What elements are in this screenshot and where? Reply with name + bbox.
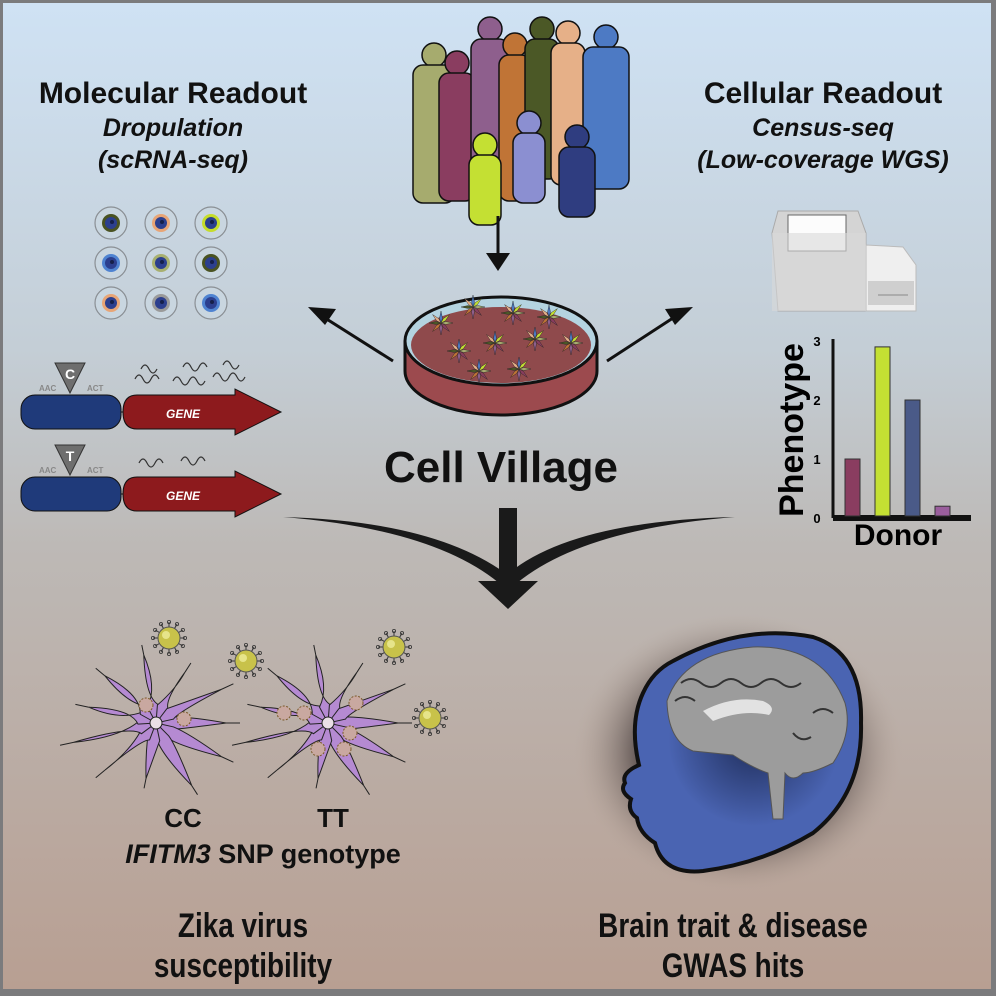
mixed-cell-cluster (522, 326, 548, 352)
genotype-tt-label: TT (317, 803, 349, 833)
zika-virus-icon (227, 643, 264, 680)
mixed-cell-cluster (558, 330, 584, 356)
down-arrow-head (486, 253, 510, 271)
mixed-cell-cluster (500, 300, 526, 326)
droplet-grid (94, 206, 228, 320)
snp-genotype-caption: IFITM3 SNP genotype (63, 839, 463, 870)
mixed-cell-cluster (482, 330, 508, 356)
brain-outcome-line-1: Brain trait & disease (598, 907, 868, 945)
graphical-abstract: Molecular Readout Dropulation (scRNA-seq… (3, 3, 991, 989)
neural-progenitor-cluster (59, 644, 240, 795)
internalized-virus-icon (348, 695, 364, 711)
zika-outcome-line-1: Zika virus (177, 907, 309, 945)
mixed-cell-cluster (446, 338, 472, 364)
zika-virus-icon (151, 620, 188, 657)
y-tick-label: 3 (813, 334, 820, 349)
y-tick-label: 1 (813, 452, 820, 467)
droplet-cell (194, 206, 228, 240)
allele-1-label: C (65, 366, 75, 382)
bar-4 (934, 505, 951, 517)
x-axis-label: Donor (854, 519, 943, 552)
snp-genotype-text: SNP genotype (218, 839, 401, 869)
zika-outcome-line-2: susceptibility (153, 947, 333, 985)
right-flank-label: ACT (87, 384, 104, 393)
brain-icon (666, 646, 848, 820)
bar-3 (904, 399, 921, 517)
left-flank-label: AAC (39, 466, 57, 475)
neural-progenitor-cluster (231, 644, 412, 795)
ifitm3-gene-name: IFITM3 (125, 839, 211, 869)
internalized-virus-icon (336, 741, 352, 757)
molecular-readout-assay: (scRNA-seq) (97, 146, 249, 174)
droplet-cell (144, 206, 178, 240)
gene-construct-allele-2: T AAC ACT GENE (20, 444, 283, 518)
droplet-cell (194, 286, 228, 320)
donor-silhouette (438, 50, 476, 202)
molecular-readout-method: Dropulation (102, 114, 244, 142)
droplet-cell (94, 246, 128, 280)
brain-head-illustration (573, 613, 903, 893)
cellular-readout-title: Cellular Readout (703, 77, 943, 110)
allele-2-label: T (66, 448, 75, 464)
zika-virus-icon (375, 629, 412, 666)
zika-infected-cell-clusters (59, 620, 448, 795)
child-silhouette (468, 132, 502, 226)
left-flank-label: AAC (39, 384, 57, 393)
droplet-cell (94, 206, 128, 240)
internalized-virus-icon (138, 697, 154, 713)
right-flank-label: ACT (87, 466, 104, 475)
internalized-virus-icon (176, 711, 192, 727)
gene-label: GENE (166, 407, 201, 421)
gene-label: GENE (166, 489, 201, 503)
molecular-readout-title: Molecular Readout (38, 77, 308, 110)
mixed-cell-cluster (460, 294, 486, 320)
droplet-cell (94, 286, 128, 320)
mixed-cell-cluster (466, 358, 492, 384)
mixed-cell-cluster (536, 304, 562, 330)
mixed-cell-cluster (428, 310, 454, 336)
mixed-cell-cluster (506, 356, 532, 382)
cellular-readout-method: Census-seq (752, 114, 894, 142)
child-silhouette (512, 110, 546, 204)
snp-gene-diagrams: C AAC ACT GENE T AAC ACT GENE (20, 360, 283, 518)
internalized-virus-icon (342, 725, 358, 741)
internalized-virus-icon (296, 705, 312, 721)
gene-construct-allele-1: C AAC ACT GENE (20, 360, 283, 436)
genotype-cc-label: CC (164, 803, 202, 833)
arrow-to-molecular (308, 307, 693, 363)
brain-outcome-line-2: GWAS hits (661, 947, 805, 985)
sequencer-icon (771, 210, 917, 312)
droplet-cell (194, 246, 228, 280)
internalized-virus-icon (310, 741, 326, 757)
merge-arrow (283, 508, 735, 609)
phenotype-bar-chart: Phenotype Donor 0 1 2 3 (773, 334, 971, 552)
donor-silhouettes (412, 16, 630, 271)
droplet-cell (144, 246, 178, 280)
zika-virus-icon (411, 700, 448, 736)
y-axis-label: Phenotype (773, 343, 811, 517)
droplet-cell (144, 286, 178, 320)
child-silhouette (558, 124, 596, 218)
bar-2 (874, 346, 891, 517)
internalized-virus-icon (276, 705, 292, 721)
y-tick-label: 0 (813, 511, 820, 526)
bar-1 (844, 458, 861, 517)
cellular-readout-assay: (Low-coverage WGS) (697, 146, 949, 174)
petri-dish-cell-village (403, 294, 599, 417)
cell-village-title: Cell Village (384, 443, 618, 492)
y-tick-label: 2 (813, 393, 820, 408)
